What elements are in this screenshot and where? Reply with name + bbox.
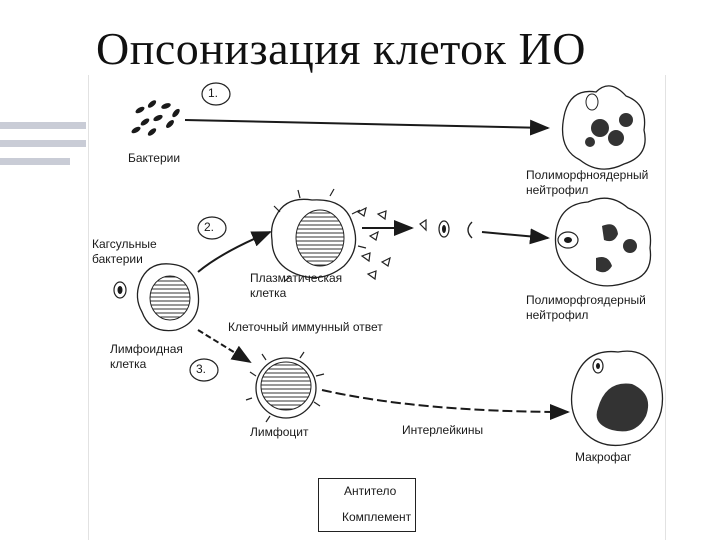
bacteria-icon [131, 100, 180, 136]
step-1-label: 1. [208, 86, 219, 100]
label-cell-immune-response: Клеточный иммунный ответ [228, 320, 383, 334]
label-neutrophil-1: Полиморфноядерный нейтрофил [526, 168, 649, 197]
lymphocyte-icon [245, 351, 325, 423]
sidebar-stripe [0, 140, 86, 147]
step-2-marker [197, 216, 227, 240]
label-macrophage: Макрофаг [575, 450, 632, 464]
arrow-lymphocyte-to-macrophage [321, 389, 570, 420]
sidebar-stripe [0, 158, 70, 165]
label-plasma-cell: Плазматическая клетка [250, 271, 343, 300]
arrow-complex-to-neutrophil [481, 228, 550, 245]
label-bacteria: Бактерии [128, 151, 181, 165]
neutrophil-2-icon [554, 197, 652, 287]
label-neutrophil-2: Полиморфгоядерный нейтрофил [526, 293, 646, 322]
neutrophil-1-icon [561, 85, 646, 170]
capsule-bacterium-icon [113, 281, 127, 299]
macrophage-icon [570, 350, 664, 446]
sidebar-stripe [0, 122, 86, 129]
arrow-to-plasma-cell [197, 231, 272, 273]
step-2-label: 2. [204, 220, 215, 234]
arrow-bacteria-to-neutrophil [184, 119, 550, 136]
legend [318, 478, 416, 532]
legend-complement-label: Комплемент [342, 510, 412, 524]
step-3-label: 3. [196, 362, 207, 376]
arrow-to-lymphocyte [197, 329, 252, 364]
antibody-glyphs [356, 206, 391, 281]
label-lymphoid-cell: Лимфоидная клетка [110, 342, 183, 371]
opsonized-bacterium-icon [419, 218, 473, 239]
label-capsule-bacteria: Кагсульные бактерии [92, 237, 157, 266]
label-lymphocyte: Лимфоцит [250, 425, 309, 439]
legend-antibody-label: Антитело [344, 484, 397, 498]
step-1-marker [201, 82, 231, 106]
label-interleukins: Интерлейкины [402, 423, 484, 437]
plasma-cell-icon [270, 188, 367, 283]
slide-sidebar [0, 0, 86, 540]
lymphoid-cell-icon [136, 263, 200, 332]
step-3-marker [189, 358, 219, 382]
slide-title: Опсонизация клеток ИО [96, 23, 586, 74]
